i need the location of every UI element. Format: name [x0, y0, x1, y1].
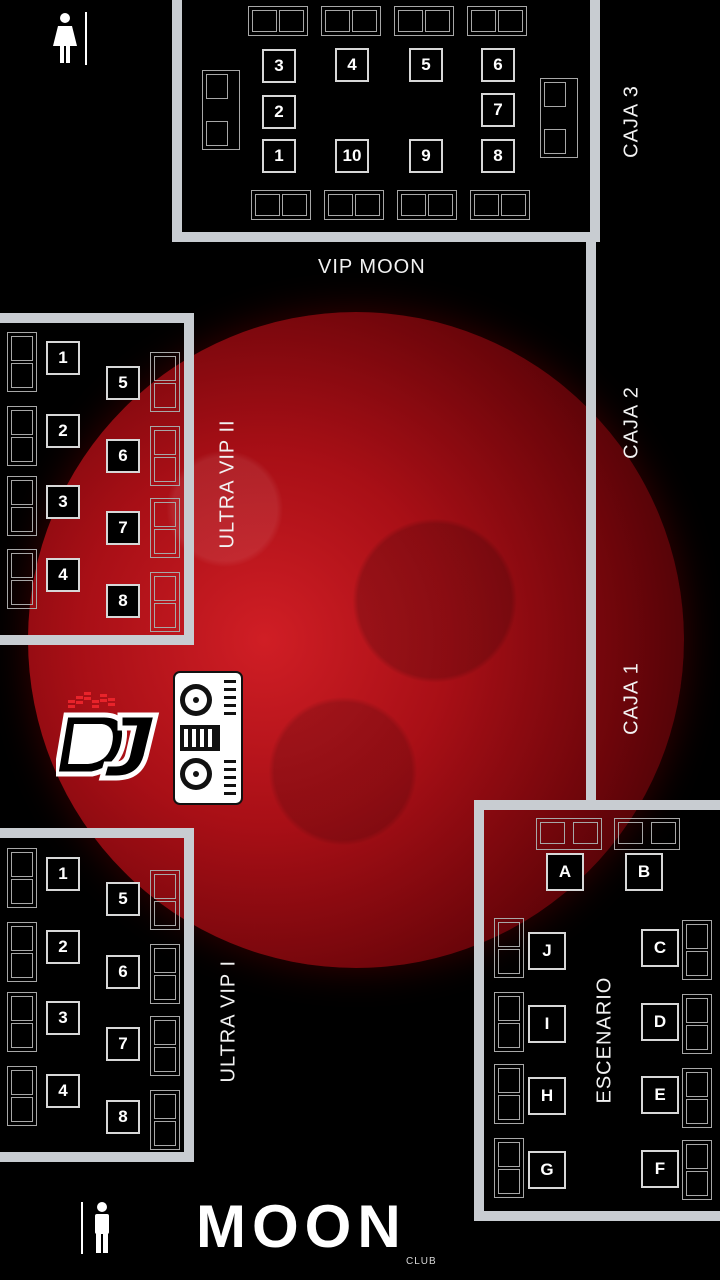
ultra-vip-ii-sofa: [150, 352, 180, 412]
vip-moon-wall-left: [172, 0, 182, 242]
escenario-sofa: [494, 1064, 524, 1124]
table[interactable]: H: [528, 1077, 566, 1115]
table[interactable]: F: [641, 1150, 679, 1188]
caja-3-label: CAJA 3: [620, 85, 643, 158]
table[interactable]: 3: [262, 49, 296, 83]
ultra-vip-i-wall-top: [0, 828, 194, 838]
ultra-vip-i-sofa: [150, 1090, 180, 1150]
vip-moon-sofa: [467, 6, 527, 36]
dj-logo-icon: [53, 690, 162, 784]
vip-moon-label: VIP MOON: [318, 256, 426, 278]
table[interactable]: 7: [106, 511, 140, 545]
vip-moon-sofa: [251, 190, 311, 220]
right-divider-wall: [586, 242, 596, 802]
ultra-vip-ii-sofa: [7, 549, 37, 609]
table[interactable]: 2: [262, 95, 296, 129]
escenario-wall-bottom: [474, 1211, 720, 1221]
ultra-vip-ii-wall-right: [184, 313, 194, 645]
table[interactable]: 10: [335, 139, 369, 173]
ultra-vip-ii-wall-bottom: [0, 635, 194, 645]
escenario-sofa: [536, 818, 602, 850]
ultra-vip-i-sofa: [7, 992, 37, 1052]
vip-moon-sofa: [202, 70, 240, 150]
table[interactable]: 5: [106, 882, 140, 916]
ultra-vip-ii-sofa: [150, 426, 180, 486]
table[interactable]: 8: [481, 139, 515, 173]
table[interactable]: 5: [409, 48, 443, 82]
table[interactable]: G: [528, 1151, 566, 1189]
table[interactable]: 6: [106, 439, 140, 473]
table[interactable]: 2: [46, 930, 80, 964]
vip-moon-sofa: [324, 190, 384, 220]
table[interactable]: 5: [106, 366, 140, 400]
vip-moon-sofa: [540, 78, 578, 158]
table[interactable]: 1: [46, 341, 80, 375]
ultra-vip-ii-sofa: [7, 476, 37, 536]
ultra-vip-ii-sofa: [7, 406, 37, 466]
escenario-wall-left: [474, 800, 484, 1221]
table[interactable]: 2: [46, 414, 80, 448]
escenario-label: ESCENARIO: [593, 976, 616, 1104]
ultra-vip-i-sofa: [150, 870, 180, 930]
table[interactable]: B: [625, 853, 663, 891]
table[interactable]: D: [641, 1003, 679, 1041]
escenario-sofa: [494, 992, 524, 1052]
table[interactable]: 3: [46, 1001, 80, 1035]
ultra-vip-i-wall-right: [184, 828, 194, 1162]
ultra-vip-i-sofa: [7, 1066, 37, 1126]
escenario-sofa: [494, 1138, 524, 1198]
ultra-vip-i-label: ULTRA VIP I: [217, 959, 240, 1083]
ultra-vip-i-sofa: [7, 848, 37, 908]
escenario-sofa: [682, 1068, 712, 1128]
escenario-wall-top: [474, 800, 720, 810]
escenario-sofa: [682, 920, 712, 980]
table[interactable]: 7: [481, 93, 515, 127]
table[interactable]: A: [546, 853, 584, 891]
table[interactable]: 6: [106, 955, 140, 989]
ultra-vip-ii-sofa: [150, 572, 180, 632]
moon-club-logo: MOON CLUB: [196, 1193, 446, 1270]
table[interactable]: 1: [262, 139, 296, 173]
table[interactable]: 9: [409, 139, 443, 173]
ultra-vip-ii-sofa: [150, 498, 180, 558]
ultra-vip-ii-wall-top: [0, 313, 194, 323]
escenario-sofa: [614, 818, 680, 850]
table[interactable]: 1: [46, 857, 80, 891]
table[interactable]: 4: [335, 48, 369, 82]
moon-logo-text: MOON: [196, 1193, 407, 1260]
female-restroom-icon: [50, 12, 90, 67]
male-restroom-icon: [80, 1201, 118, 1256]
table[interactable]: J: [528, 932, 566, 970]
vip-moon-wall-right: [590, 0, 600, 242]
table[interactable]: 8: [106, 1100, 140, 1134]
caja-1-label: CAJA 1: [620, 662, 643, 735]
table[interactable]: 3: [46, 485, 80, 519]
table[interactable]: C: [641, 929, 679, 967]
table[interactable]: 4: [46, 558, 80, 592]
table[interactable]: 8: [106, 584, 140, 618]
table[interactable]: 4: [46, 1074, 80, 1108]
vip-moon-wall-bottom: [172, 232, 600, 242]
table[interactable]: 6: [481, 48, 515, 82]
caja-2-label: CAJA 2: [620, 386, 643, 459]
escenario-sofa: [494, 918, 524, 978]
vip-moon-sofa: [394, 6, 454, 36]
table[interactable]: I: [528, 1005, 566, 1043]
vip-moon-sofa: [470, 190, 530, 220]
table[interactable]: 7: [106, 1027, 140, 1061]
ultra-vip-i-sofa: [7, 922, 37, 982]
vip-moon-sofa: [397, 190, 457, 220]
dj-controller-icon: [172, 670, 244, 806]
table[interactable]: E: [641, 1076, 679, 1114]
escenario-sofa: [682, 1140, 712, 1200]
ultra-vip-ii-label: ULTRA VIP II: [216, 419, 239, 549]
ultra-vip-i-sofa: [150, 944, 180, 1004]
vip-moon-sofa: [248, 6, 308, 36]
vip-moon-sofa: [321, 6, 381, 36]
ultra-vip-i-wall-bottom: [0, 1152, 194, 1162]
ultra-vip-ii-sofa: [7, 332, 37, 392]
moon-logo-subtext: CLUB: [406, 1256, 437, 1267]
escenario-sofa: [682, 994, 712, 1054]
ultra-vip-i-sofa: [150, 1016, 180, 1076]
